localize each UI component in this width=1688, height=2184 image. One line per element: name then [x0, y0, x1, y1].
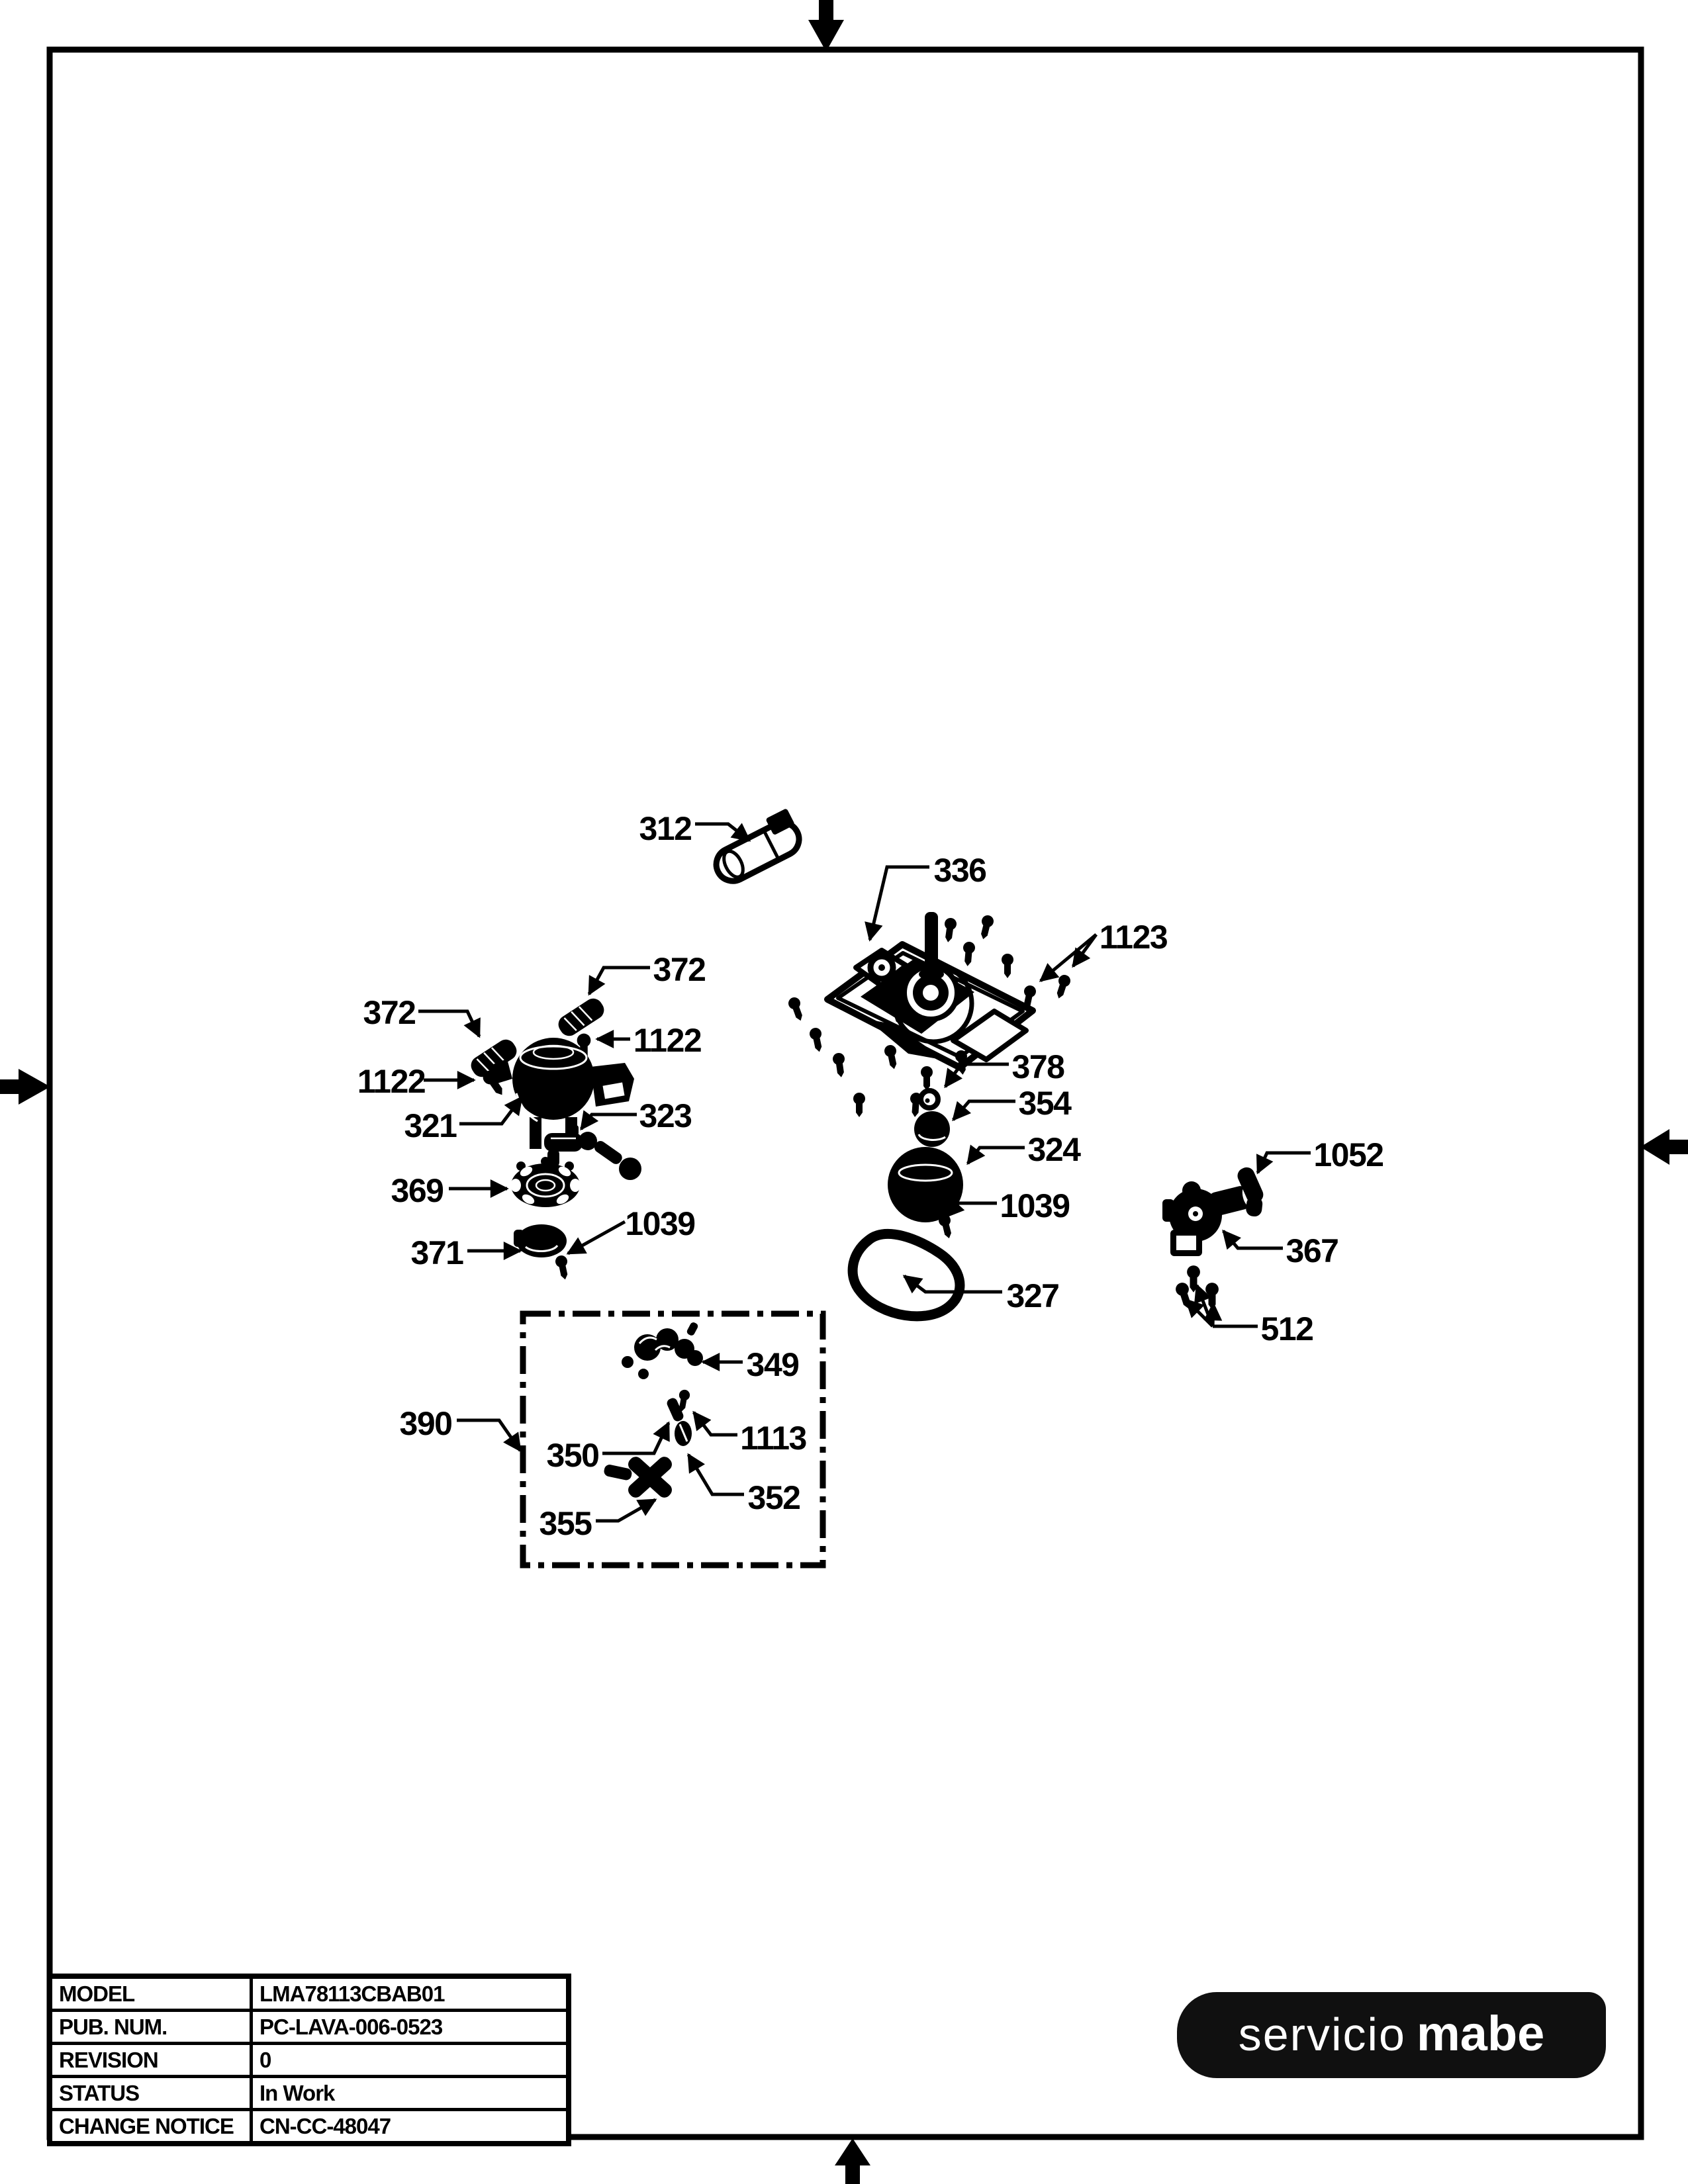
part-callout-1122-right: 1122	[633, 1022, 701, 1059]
part-372-right-drawing	[558, 998, 604, 1036]
revision-value: 0	[259, 2048, 271, 2072]
part-callout-323: 323	[639, 1097, 692, 1134]
part-352-drawing	[675, 1421, 692, 1446]
title-block-row-status: STATUS In Work	[52, 2075, 566, 2108]
part-callout-312: 312	[639, 810, 692, 847]
part-1052-drawing	[1237, 1167, 1264, 1217]
part-1123-drawing	[1020, 973, 1072, 1011]
part-callout-349: 349	[747, 1346, 799, 1383]
part-callout-355: 355	[539, 1505, 592, 1542]
registration-arrow-bottom-icon	[835, 2138, 870, 2184]
part-354-drawing	[914, 1111, 950, 1147]
title-block-row-revision: REVISION 0	[52, 2042, 566, 2075]
part-callout-390: 390	[400, 1405, 452, 1442]
revision-label: REVISION	[52, 2045, 253, 2075]
part-callout-369: 369	[391, 1172, 444, 1209]
part-callout-321: 321	[404, 1107, 457, 1144]
model-label: MODEL	[52, 1979, 253, 2009]
part-callout-1039-left: 1039	[625, 1205, 694, 1242]
part-callout-354: 354	[1019, 1085, 1072, 1122]
title-block-row-model: MODEL LMA78113CBAB01	[52, 1979, 566, 2009]
dashed-boundary-box-390	[520, 1310, 826, 1569]
part-callout-371: 371	[411, 1234, 464, 1271]
leader-lines	[418, 822, 1311, 1523]
status-label: STATUS	[52, 2078, 253, 2108]
title-block-row-changenotice: CHANGE NOTICE CN-CC-48047	[52, 2108, 566, 2141]
part-312-drawing	[713, 809, 802, 884]
part-371-drawing	[514, 1224, 567, 1257]
part-callout-327: 327	[1007, 1277, 1059, 1314]
registration-arrow-top-icon	[808, 0, 844, 52]
part-callout-350: 350	[547, 1437, 599, 1474]
part-327-drawing	[847, 1229, 965, 1322]
part-323-drawing	[544, 1125, 641, 1180]
part-378-drawing	[918, 1088, 941, 1111]
pubnum-label: PUB. NUM.	[52, 2012, 253, 2042]
title-block-row-pubnum: PUB. NUM. PC-LAVA-006-0523	[52, 2009, 566, 2042]
pubnum-value: PC-LAVA-006-0523	[259, 2015, 443, 2039]
change-notice-label: CHANGE NOTICE	[52, 2111, 253, 2141]
part-349-drawing	[622, 1322, 703, 1379]
part-callout-372-left: 372	[363, 994, 416, 1031]
status-value: In Work	[259, 2081, 335, 2105]
part-callout-378: 378	[1012, 1048, 1065, 1085]
part-callout-512: 512	[1261, 1310, 1313, 1347]
part-336-drawing	[786, 912, 1036, 1118]
part-callout-1052: 1052	[1313, 1136, 1383, 1173]
registration-arrow-right-icon	[1640, 1129, 1688, 1165]
part-369-drawing	[510, 1157, 581, 1207]
part-callout-352: 352	[748, 1479, 800, 1516]
model-value: LMA78113CBAB01	[259, 1981, 445, 2006]
logo-mabe-text: mabe	[1416, 2006, 1545, 2061]
page-border	[46, 46, 1644, 2140]
change-notice-value: CN-CC-48047	[259, 2114, 391, 2138]
registration-arrow-left-icon	[0, 1069, 50, 1105]
part-callout-1123: 1123	[1100, 919, 1167, 956]
part-callout-336: 336	[934, 852, 986, 889]
part-350-drawing	[667, 1398, 684, 1422]
part-callout-1039-right: 1039	[1000, 1187, 1069, 1224]
part-367-drawing	[1162, 1181, 1253, 1256]
part-1039-right-drawing	[937, 1213, 955, 1240]
part-324-drawing	[888, 1147, 963, 1222]
part-callout-1113: 1113	[740, 1420, 806, 1457]
part-355-drawing	[604, 1457, 672, 1498]
part-callout-1122-left: 1122	[357, 1063, 425, 1100]
title-block: MODEL LMA78113CBAB01 PUB. NUM. PC-LAVA-0…	[47, 1974, 571, 2146]
part-callout-324: 324	[1028, 1131, 1082, 1168]
part-321-drawing	[490, 1038, 634, 1167]
part-callout-367: 367	[1286, 1232, 1338, 1269]
logo-servicio-text: servicio	[1238, 2009, 1406, 2060]
part-callout-372-right: 372	[653, 951, 706, 988]
part-1039-left-drawing	[554, 1254, 571, 1281]
